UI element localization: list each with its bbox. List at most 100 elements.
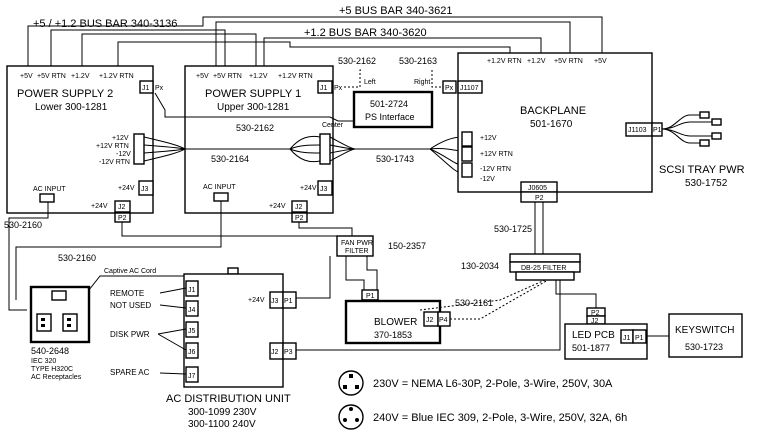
acu-24v-label: +24V <box>248 297 265 304</box>
ps2-rail-neg12v-rtn: -12V RTN <box>99 159 130 166</box>
receptacle-line-2: TYPE H320C <box>31 366 73 373</box>
scsi-tray-label: SCSI TRAY PWR <box>659 164 745 176</box>
ps-interface-name: PS Interface <box>365 112 415 122</box>
ps2-j3-connector <box>138 180 154 196</box>
ps2-px-label: Px <box>155 85 164 92</box>
power-supply-2: +5V +5V RTN +1.2V +1.2V RTN POWER SUPPLY… <box>6 65 164 223</box>
led-j2-label: J2 <box>591 318 599 325</box>
ps2-24v-to-fan <box>121 222 352 237</box>
acu-j4-label: J4 <box>188 307 196 314</box>
ps1-term-12v-rtn: +1.2V RTN <box>278 73 313 80</box>
acu-title: AC DISTRIBUTION UNIT <box>166 393 291 405</box>
ps2-j2-connector <box>114 200 131 213</box>
ps2-title: POWER SUPPLY 2 <box>17 88 113 100</box>
ps2-p2-label: P2 <box>118 215 127 222</box>
fan-to-blower-b <box>366 256 378 290</box>
nema-pin-2 <box>343 385 347 389</box>
ps2-rail-12v: +12V <box>112 135 129 142</box>
backplane-j1107-label: J1107 <box>460 85 479 92</box>
ps2-j3-label: J3 <box>141 186 149 193</box>
ps2-j1-connector <box>139 80 154 94</box>
db25-filter-label: DB-25 FILTER <box>521 265 566 272</box>
blower-name: BLOWER <box>374 317 417 328</box>
ps-interface-left-label: Left <box>364 79 376 86</box>
ac-receptacle-pin-2 <box>41 324 45 327</box>
ps2-term-12v: +1.2V <box>71 73 90 80</box>
led-p1-label: P1 <box>635 335 644 342</box>
backplane-rail-fan <box>429 136 463 174</box>
bus-bar-5-12-label: +5 / +1.2 BUS BAR 340-3136 <box>33 18 177 30</box>
blower-j2-label: J2 <box>426 317 434 324</box>
acu-p3 <box>282 342 297 360</box>
cable-530-1743: 530-1743 <box>376 154 414 164</box>
ps2-rail-12v-rtn: +12V RTN <box>96 143 129 150</box>
ps-interface-center-label: Center <box>322 122 344 129</box>
acu-j3-label: J3 <box>271 298 279 305</box>
acu-j1-label: J1 <box>188 287 196 294</box>
ps1-j1-connector <box>317 80 333 94</box>
cable-150-2357: 150-2357 <box>388 241 426 251</box>
backplane-px-label: Px <box>445 85 454 92</box>
backplane: +1.2V RTN +1.2V +5V RTN +5V Px J1107 BAC… <box>442 52 663 203</box>
ac-receptacle-right <box>62 313 78 332</box>
ps-interface-box <box>352 90 434 129</box>
acu-remote-label: REMOTE <box>110 289 144 298</box>
ps1-j2-connector <box>291 200 308 213</box>
cable-530-2163-right: 530-2163 <box>399 56 437 66</box>
ps2-rail-neg12v: -12V <box>116 151 131 158</box>
ps1-24v-label-2: +24V <box>269 203 286 210</box>
rail-cables: 530-2164 530-1743 <box>143 135 463 174</box>
bus-bar-5rtn-line <box>215 21 571 66</box>
ac-receptacle-pin-3 <box>67 318 71 321</box>
blower-p4-label: P4 <box>439 317 448 324</box>
acu-p1-label: P1 <box>284 298 293 305</box>
blower-pn: 370-1853 <box>374 330 412 340</box>
ps-interface: 501-2724 PS Interface 530-2162 530-2163 … <box>154 56 443 129</box>
ps2-term-5v-rtn: +5V RTN <box>37 73 66 80</box>
backplane-pn: 501-1670 <box>530 119 573 130</box>
backplane-j1107-connector <box>457 80 483 94</box>
ps1-j1-label: J1 <box>320 85 328 92</box>
keyswitch-pn: 530-1723 <box>685 342 723 352</box>
acu-line-2: 300-1100 240V <box>188 419 256 430</box>
plug-230v-text: 230V = NEMA L6-30P, 2-Pole, 3-Wire, 250V… <box>373 378 613 390</box>
ps1-term-12v: +1.2V <box>249 73 268 80</box>
ps1-subtitle: Upper 300-1281 <box>217 102 290 113</box>
acu-p3-label: P3 <box>284 349 293 356</box>
receptacle-line-3: AC Receptacles <box>31 374 82 381</box>
cable-530-2160-b: 530-2160 <box>58 253 96 263</box>
iec309-pin-3 <box>355 418 359 422</box>
ps2-24v-label: +24V <box>118 185 135 192</box>
power-supply-1-box <box>184 65 334 214</box>
plug-240v-text: 240V = Blue IEC 309, 2-Pole, 3-Wire, 250… <box>373 412 627 424</box>
fan-filter-label-bottom: FILTER <box>345 248 369 255</box>
iec309-plug-icon <box>338 404 364 430</box>
ps-interface-pn: 501-2724 <box>370 99 408 109</box>
ps1-p2-label: P2 <box>295 215 304 222</box>
backplane-title: BACKPLANE <box>520 105 586 117</box>
scsi-plug-3 <box>711 132 722 140</box>
keyswitch-box <box>668 313 743 358</box>
backplane-p1-label: P1 <box>653 127 662 134</box>
ps2-j1-label: J1 <box>142 85 150 92</box>
fan-blower-group: FAN PWR FILTER 150-2357 P1 BLOWER 370-18… <box>121 222 561 351</box>
scsi-fanout-wires <box>661 114 700 144</box>
bus-bar-12-label: +1.2 BUS BAR 340-3620 <box>304 27 427 39</box>
acu-j2-label: J2 <box>271 349 279 356</box>
blower-top-p1-label: P1 <box>366 293 375 300</box>
backplane-rail-neg12v-rtn: -12V RTN <box>480 166 511 173</box>
acu-box <box>183 273 284 388</box>
led-pcb-pn: 501-1877 <box>572 343 610 353</box>
nema-pin-1 <box>349 374 353 378</box>
cable-530-2162-center: 530-2162 <box>236 123 274 133</box>
backplane-rail-connector-mid <box>461 146 473 162</box>
ps-interface-center-wire <box>154 92 354 122</box>
power-supply-1: +5V +5V RTN +1.2V +1.2V RTN POWER SUPPLY… <box>184 65 344 223</box>
acu-j6 <box>185 342 199 359</box>
fan-to-acu-wire <box>296 256 331 299</box>
acu-spare-ac-label: SPARE AC <box>110 368 150 377</box>
ac-receptacle-pin-1 <box>41 318 45 321</box>
backplane-rail-connector-top <box>461 131 473 147</box>
ps2-ac-input-socket <box>39 193 55 203</box>
